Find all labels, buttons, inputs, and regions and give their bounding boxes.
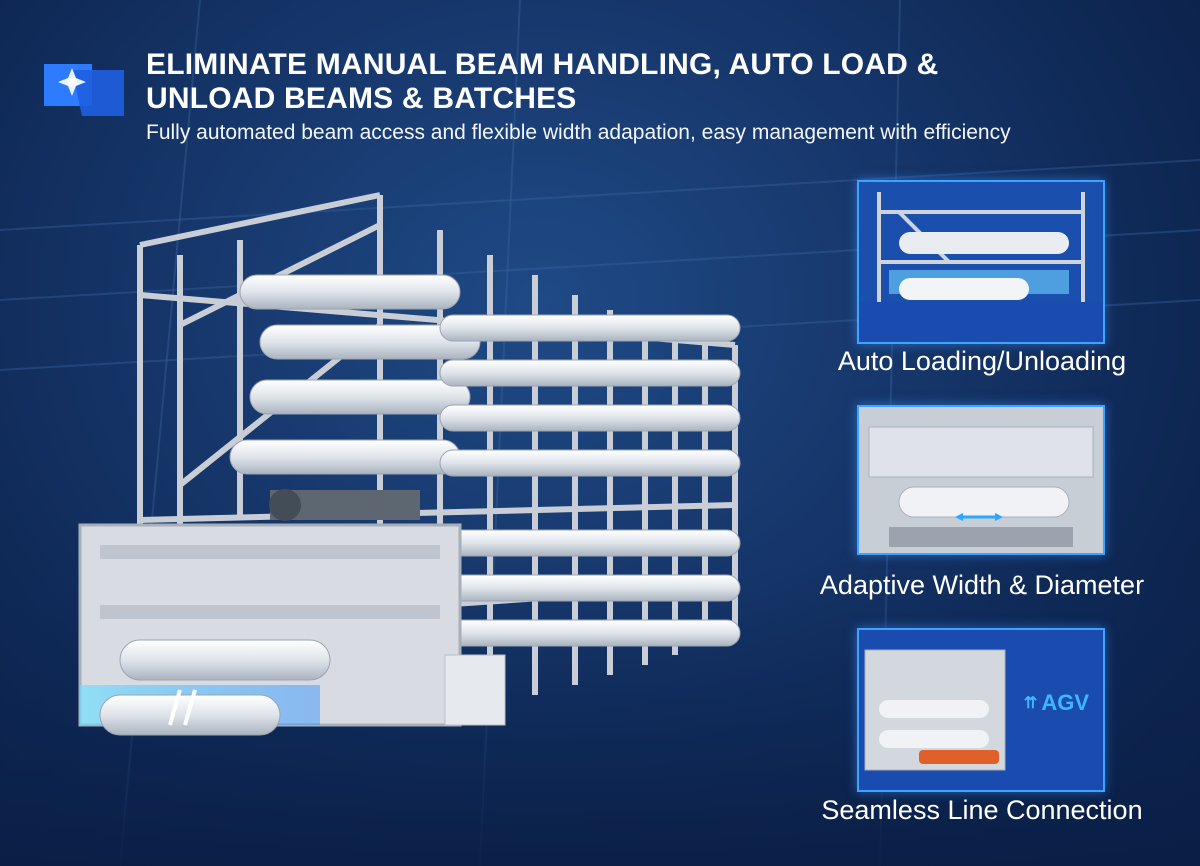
feature-image-auto-loading	[857, 180, 1105, 344]
feature-caption-auto-loading: Auto Loading/Unloading	[837, 346, 1127, 376]
beam-loader-closeup-icon	[859, 182, 1103, 342]
agv-arrows-icon: ⇈	[1023, 695, 1038, 712]
page-title: ELIMINATE MANUAL BEAM HANDLING, AUTO LOA…	[146, 48, 1006, 116]
title-line-1: ELIMINATE MANUAL BEAM HANDLING, AUTO LOA…	[146, 48, 939, 81]
width-adjust-closeup-icon	[859, 407, 1103, 553]
brand-logo-icon	[44, 64, 124, 116]
feature-caption-seamless-connection: Seamless Line Connection	[821, 795, 1143, 825]
agv-badge: ⇈ AGV	[1024, 690, 1089, 716]
feature-caption-adaptive-width: Adaptive Width & Diameter	[819, 570, 1145, 600]
title-line-2: UNLOAD BEAMS & BATCHES	[146, 82, 577, 115]
page-subtitle: Fully automated beam access and flexible…	[146, 121, 1011, 144]
agv-badge-label: AGV	[1041, 690, 1089, 715]
agv-connection-closeup-icon	[859, 630, 1103, 790]
beam-storage-rack-illustration	[78, 192, 741, 736]
feature-image-adaptive-width	[857, 405, 1105, 555]
feature-image-seamless-connection: ⇈ AGV	[857, 628, 1105, 792]
